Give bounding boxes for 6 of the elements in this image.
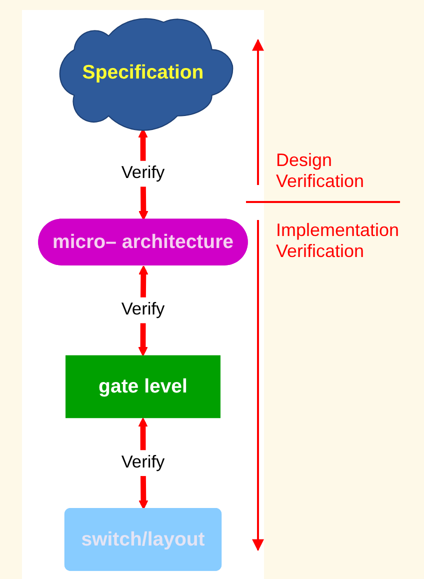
edge-label: Verify	[121, 164, 165, 182]
edge-label: Verify	[121, 453, 165, 472]
edge-label: Verify	[121, 300, 165, 319]
scope-label: Implementation Verification	[276, 220, 400, 262]
node-box: gate level	[66, 355, 220, 418]
scope-label: Design Verification	[276, 150, 366, 192]
